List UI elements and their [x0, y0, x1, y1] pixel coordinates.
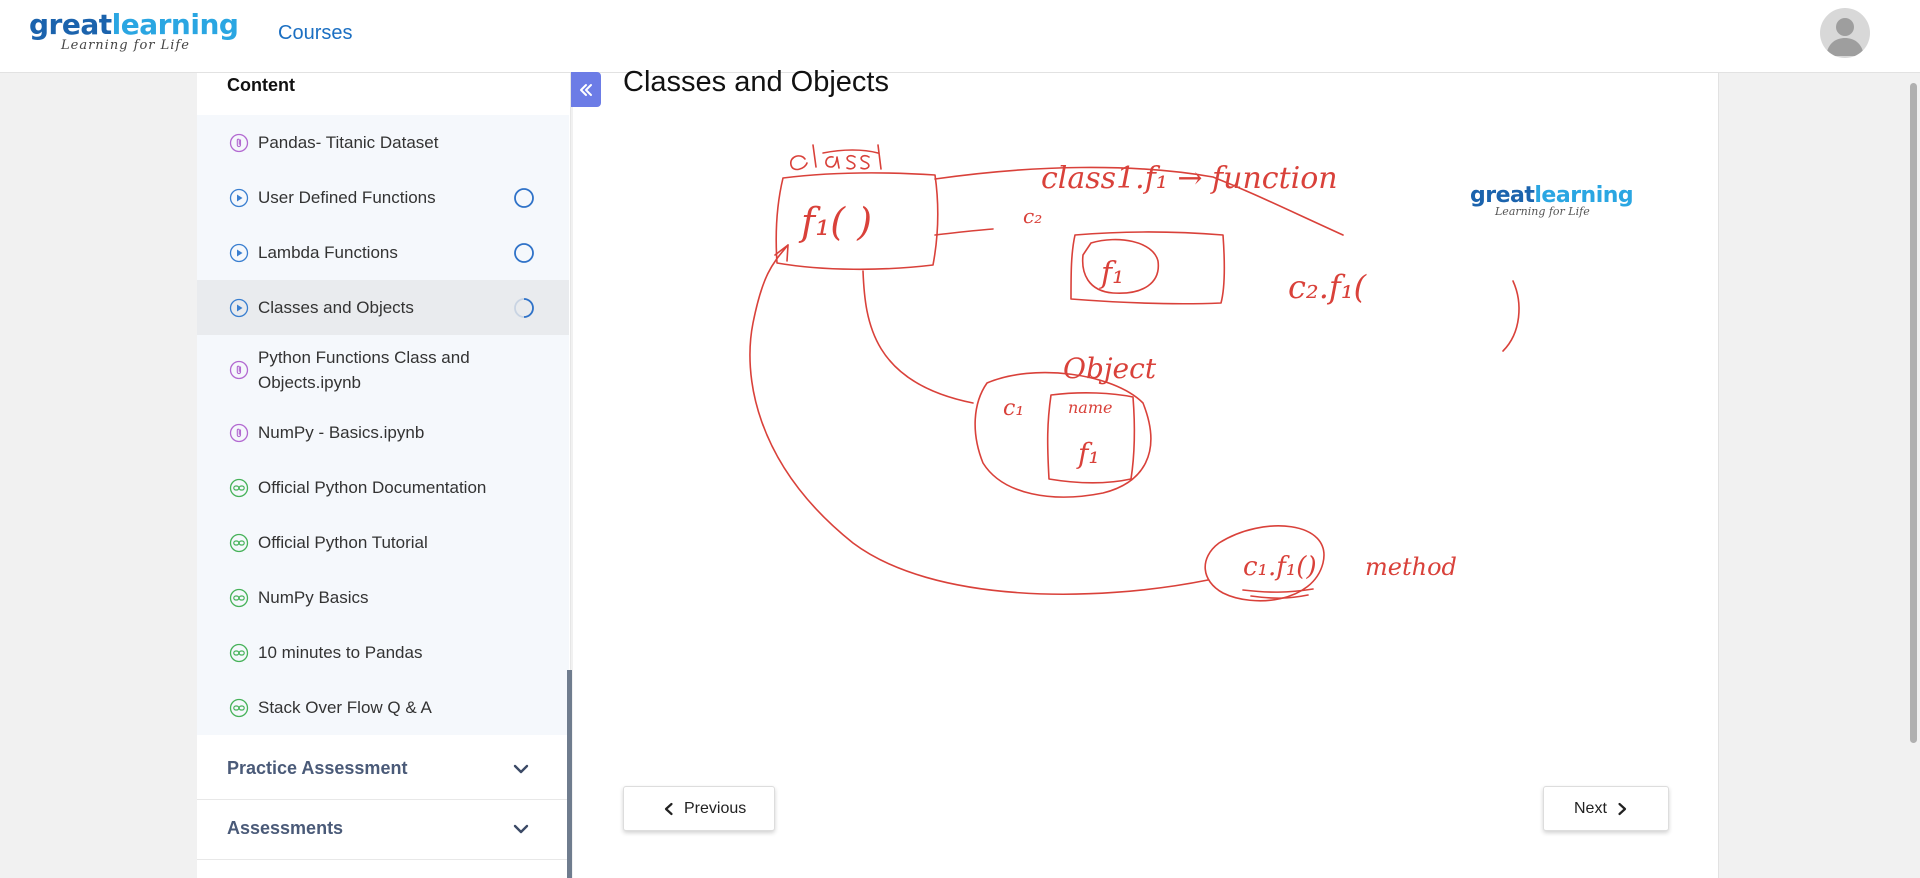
whiteboard-drawing: f₁( ) class1.f₁ → function c₂ f₁ c₂.f₁( …	[749, 144, 1520, 602]
svg-text:name: name	[1068, 398, 1112, 417]
play-circle-icon	[229, 188, 249, 208]
link-icon	[229, 533, 249, 553]
page-title: Classes and Objects	[623, 66, 889, 98]
whiteboard-video[interactable]: f₁( ) class1.f₁ → function c₂ f₁ c₂.f₁( …	[573, 123, 1718, 803]
link-icon	[229, 698, 249, 718]
lesson-main-panel: Classes and Objects f₁( ) class1.f₁ → fu…	[573, 66, 1719, 878]
svg-text:c₂: c₂	[1023, 204, 1042, 228]
page-scrollbar-thumb[interactable]	[1910, 83, 1917, 743]
section-label: Assessments	[227, 818, 344, 838]
double-chevron-left-icon	[580, 83, 592, 96]
attachment-icon	[229, 423, 249, 443]
previous-label: Previous	[684, 799, 747, 817]
content-item-label: Lambda Functions	[258, 243, 398, 262]
section-assessments[interactable]: Assessments	[197, 800, 569, 860]
logo-brand-learning: learning	[111, 8, 239, 41]
watermark-brand-learning: learning	[1534, 183, 1634, 208]
course-content-sidebar: Content Pandas- Titanic Dataset User Def…	[197, 73, 571, 878]
in-progress-status-icon	[514, 297, 534, 318]
content-item-official-python-documentation[interactable]: Official Python Documentation	[197, 460, 569, 515]
collapse-sidebar-button[interactable]	[571, 72, 601, 107]
logo-tagline: Learning for Life	[61, 38, 190, 53]
content-item-label: Classes and Objects	[258, 298, 414, 317]
attachment-icon	[229, 360, 249, 380]
content-item-python-functions-notebook[interactable]: Python Functions Class and Objects.ipynb	[197, 335, 569, 405]
next-button[interactable]: Next	[1543, 786, 1669, 831]
courses-link[interactable]: Courses	[278, 22, 353, 44]
watermark-brand-great: great	[1470, 183, 1535, 208]
content-item-label: 10 minutes to Pandas	[258, 643, 423, 662]
content-item-label: User Defined Functions	[258, 188, 436, 207]
content-item-classes-and-objects[interactable]: Classes and Objects	[197, 280, 569, 335]
user-avatar[interactable]	[1820, 8, 1870, 58]
content-item-numpy-basics-notebook[interactable]: NumPy - Basics.ipynb	[197, 405, 569, 460]
play-circle-icon	[229, 243, 249, 263]
page-scrollbar[interactable]	[1907, 73, 1920, 878]
chevron-right-icon	[1618, 802, 1627, 815]
svg-text:f₁( ): f₁( )	[798, 200, 872, 244]
svg-text:method: method	[1365, 553, 1457, 581]
logo-brand-great: great	[29, 8, 112, 41]
content-item-label: NumPy Basics	[258, 588, 369, 607]
chevron-left-icon	[664, 802, 673, 815]
svg-text:c₁.f₁(): c₁.f₁()	[1243, 552, 1317, 582]
link-icon	[229, 643, 249, 663]
svg-text:f₁: f₁	[1099, 256, 1124, 291]
not-started-status-icon	[514, 242, 534, 263]
play-circle-icon	[229, 298, 249, 318]
user-icon	[1826, 18, 1864, 56]
content-item-numpy-basics[interactable]: NumPy Basics	[197, 570, 569, 625]
section-label: Practice Assessment	[227, 758, 408, 778]
content-list: Pandas- Titanic Dataset User Defined Fun…	[197, 115, 569, 735]
previous-button[interactable]: Previous	[623, 786, 775, 831]
content-item-official-python-tutorial[interactable]: Official Python Tutorial	[197, 515, 569, 570]
watermark-tagline: Learning for Life	[1495, 205, 1590, 218]
attachment-icon	[229, 133, 249, 153]
content-item-label: Python Functions Class and Objects.ipynb	[258, 348, 470, 392]
not-started-status-icon	[514, 187, 534, 208]
content-item-label: Pandas- Titanic Dataset	[258, 133, 439, 152]
sidebar-scrollbar[interactable]	[567, 670, 572, 878]
content-item-label: NumPy - Basics.ipynb	[258, 423, 425, 442]
link-icon	[229, 478, 249, 498]
content-item-label: Official Python Documentation	[258, 478, 487, 497]
greatlearning-logo[interactable]: greatlearning Learning for Life	[29, 8, 239, 54]
svg-text:c₂.f₁(: c₂.f₁(	[1288, 268, 1368, 306]
svg-text:c₁: c₁	[1003, 396, 1024, 421]
content-item-user-defined-functions[interactable]: User Defined Functions	[197, 170, 569, 225]
content-item-pandas-titanic-dataset[interactable]: Pandas- Titanic Dataset	[197, 115, 569, 170]
top-navigation-bar: greatlearning Learning for Life Courses	[0, 0, 1920, 73]
content-item-label: Official Python Tutorial	[258, 533, 428, 552]
greatlearning-watermark: greatlearning Learning for Life	[1470, 183, 1634, 218]
chevron-down-icon	[513, 824, 529, 834]
svg-text:class1.f₁ → function: class1.f₁ → function	[1041, 161, 1338, 196]
content-heading: Content	[227, 75, 295, 95]
content-item-stack-over-flow-qa[interactable]: Stack Over Flow Q & A	[197, 680, 569, 735]
svg-text:f₁: f₁	[1076, 437, 1100, 470]
content-item-label: Stack Over Flow Q & A	[258, 698, 432, 717]
chevron-down-icon	[513, 764, 529, 774]
section-practice-assessment[interactable]: Practice Assessment	[197, 740, 569, 800]
content-item-lambda-functions[interactable]: Lambda Functions	[197, 225, 569, 280]
section-next[interactable]	[197, 860, 569, 878]
svg-text:Object: Object	[1063, 352, 1157, 385]
link-icon	[229, 588, 249, 608]
content-item-10-minutes-to-pandas[interactable]: 10 minutes to Pandas	[197, 625, 569, 680]
next-label: Next	[1574, 799, 1607, 817]
